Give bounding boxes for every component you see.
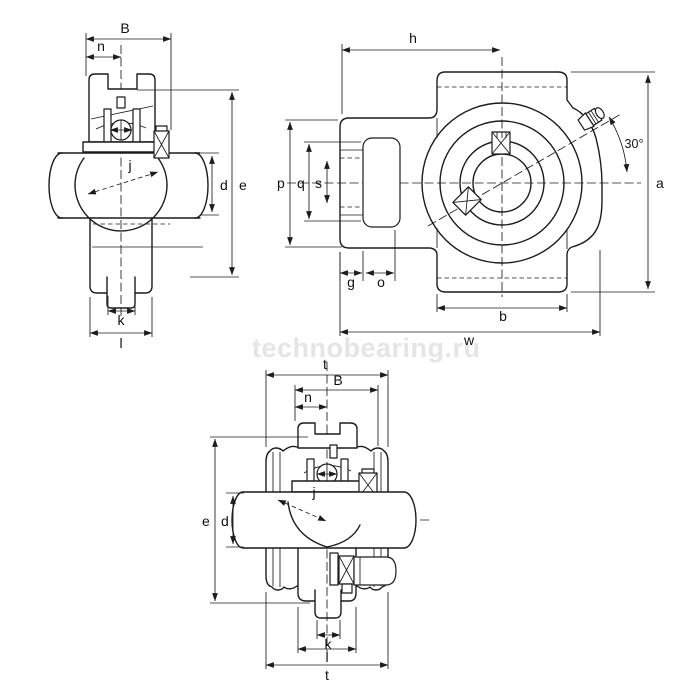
- dim-label-j: j: [311, 484, 315, 500]
- dim-label-j: j: [127, 157, 131, 173]
- dim-p: p: [277, 119, 342, 248]
- dim-j-bottom: j: [277, 484, 327, 522]
- dim-t-bottom: t: [265, 592, 389, 683]
- dim-label-n: n: [304, 389, 312, 405]
- bottom-lower-block: [297, 547, 357, 619]
- dim-o: o: [365, 230, 396, 290]
- dim-l-bottom: l: [297, 607, 357, 665]
- set-screw-icon: [491, 131, 511, 155]
- dim-label-B: B: [120, 20, 129, 36]
- dim-b: b: [436, 294, 568, 324]
- dim-angle-30: 30°: [608, 116, 644, 173]
- dim-label-a: a: [656, 175, 664, 191]
- dim-label-w: w: [463, 332, 475, 348]
- dim-label-s: s: [315, 175, 322, 191]
- dim-label-e: e: [202, 513, 210, 529]
- dim-label-k: k: [325, 636, 333, 652]
- dim-n-side: n: [85, 38, 122, 60]
- screw-stem: [116, 96, 126, 109]
- dim-h: h: [341, 30, 501, 114]
- dim-t-top: t: [265, 356, 389, 447]
- bottom-view: t B n e d j k: [202, 356, 430, 683]
- dim-e-side: e: [137, 89, 247, 278]
- cover-edge-line: [90, 105, 154, 120]
- dim-label-l: l: [119, 335, 122, 351]
- bottom-top-block: [297, 422, 358, 449]
- set-screw-collar-icon: [153, 125, 170, 159]
- dim-j-side: j: [87, 157, 159, 195]
- grease-fitting-icon: [577, 107, 605, 131]
- takeup-slot: [362, 137, 401, 228]
- side-view: B n d e j k l: [48, 20, 247, 351]
- front-view: h a 30° p q s g: [277, 30, 664, 348]
- dim-label-d: d: [220, 177, 228, 193]
- dim-d-bottom: d: [221, 492, 244, 548]
- set-screw-icon: [452, 186, 482, 216]
- dim-label-g: g: [347, 274, 355, 290]
- side-shaft: [48, 152, 209, 219]
- dim-B-bottom: B: [294, 372, 379, 446]
- watermark-text: technobearing.ru: [252, 333, 481, 363]
- dim-k-side: k: [107, 296, 136, 328]
- dim-s: s: [315, 160, 330, 204]
- dim-label-l: l: [325, 649, 328, 665]
- housing-sphere-arc-left: [74, 157, 85, 186]
- housing-sphere-arc: [326, 524, 361, 548]
- dim-k-bottom: k: [316, 620, 341, 652]
- inner-ring-right: [132, 108, 141, 143]
- dim-a: a: [571, 71, 664, 293]
- dim-label-n: n: [97, 38, 105, 54]
- front-housing-outline: [339, 71, 603, 293]
- dim-label-d: d: [221, 513, 229, 529]
- dim-d-side: d: [201, 152, 228, 216]
- dim-label-h: h: [409, 30, 417, 46]
- bearing-section-lower: [329, 552, 397, 594]
- dim-label-o: o: [377, 274, 385, 290]
- dim-g: g: [339, 251, 364, 290]
- dim-label-t: t: [325, 667, 329, 683]
- housing-sphere-arc-right: [157, 157, 168, 186]
- dim-label-angle: 30°: [625, 137, 644, 151]
- dim-label-q: q: [297, 175, 305, 191]
- dim-label-b: b: [499, 308, 507, 324]
- dim-w: w: [339, 250, 601, 348]
- dim-q: q: [297, 141, 361, 222]
- dim-e-bottom: e: [202, 436, 310, 604]
- bottom-shaft: [231, 491, 417, 549]
- adjust-screw-hole: [340, 149, 363, 216]
- dim-label-p: p: [277, 175, 285, 191]
- dim-n-bottom: n: [294, 389, 328, 410]
- dim-l-side: l: [89, 297, 153, 351]
- dim-label-B: B: [333, 372, 342, 388]
- dim-label-t: t: [323, 356, 327, 372]
- dim-label-e: e: [239, 177, 247, 193]
- housing-sphere-arc: [74, 184, 168, 232]
- dim-label-k: k: [118, 312, 126, 328]
- inner-ring-left: [103, 108, 112, 143]
